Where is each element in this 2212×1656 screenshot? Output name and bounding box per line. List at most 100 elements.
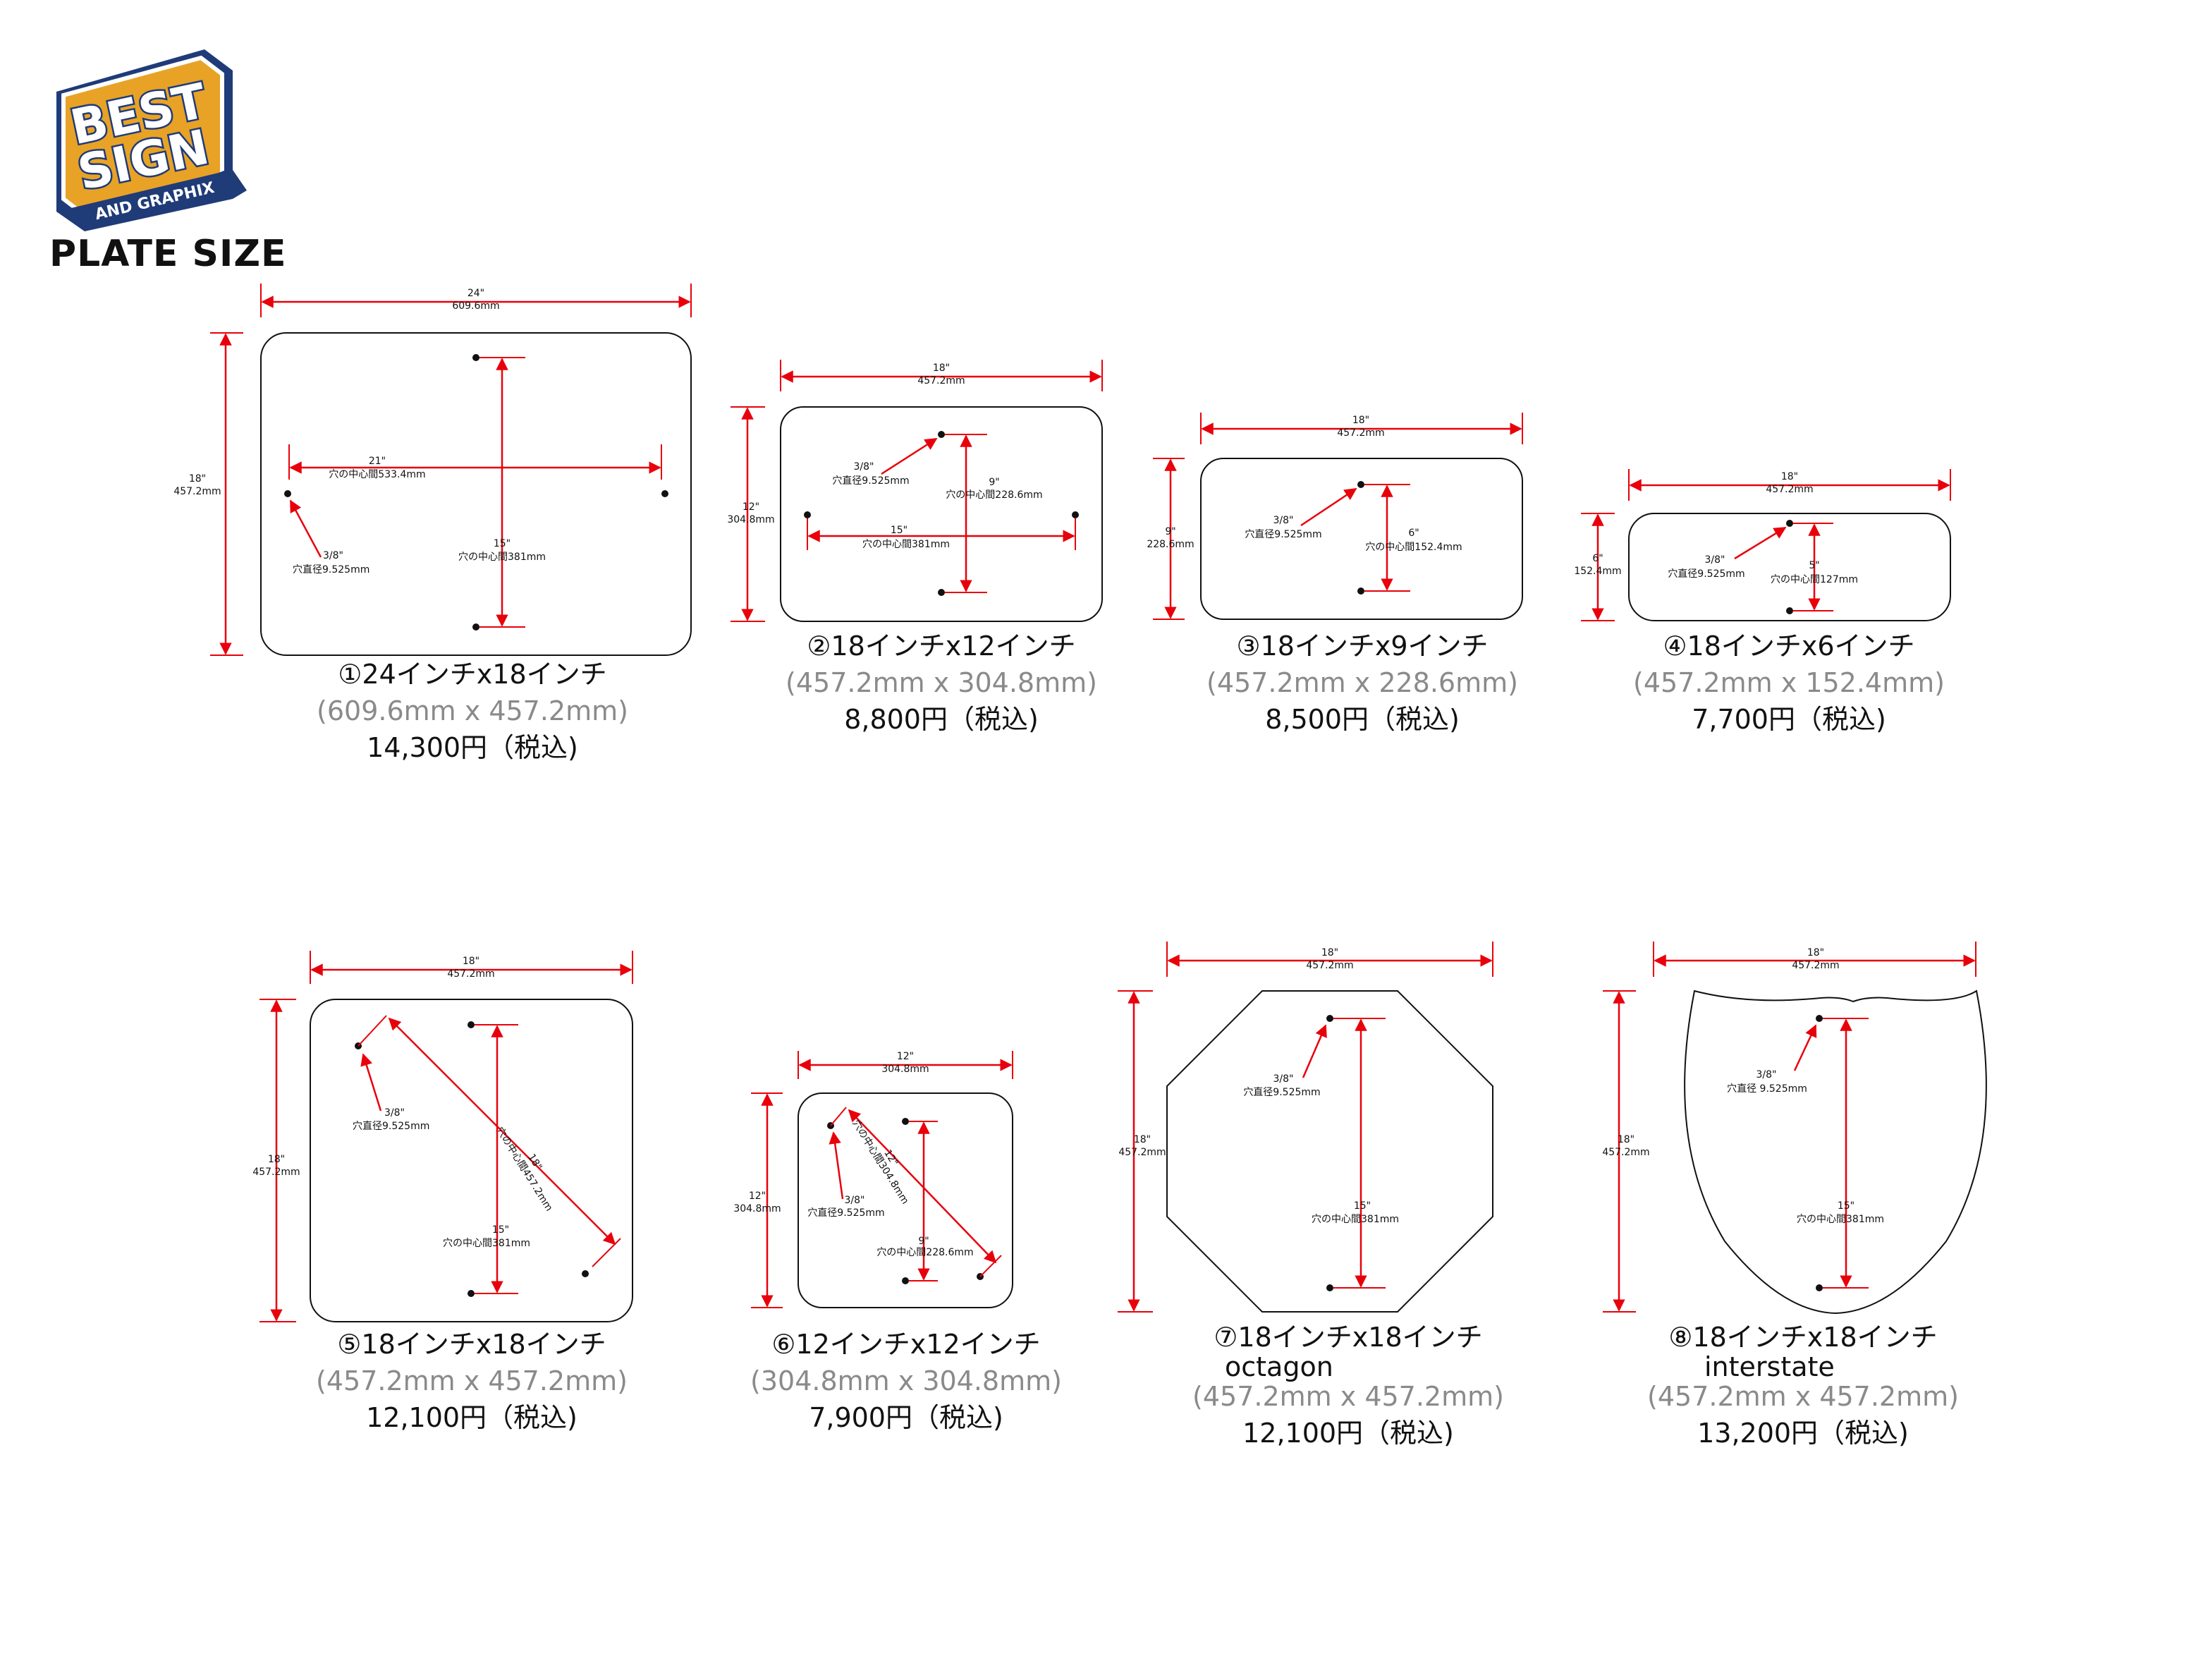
plate-6-mm: (304.8mm x 304.8mm): [750, 1365, 1062, 1396]
plate-8-15-inch: 15": [1838, 1200, 1854, 1212]
plate-1-15-inch: 15": [494, 538, 511, 549]
plate-1-width-label-inch: 24": [468, 288, 484, 299]
plate-3-width-label-inch: 18": [1352, 415, 1369, 426]
plate-5-15-mm: 穴の中心間381mm: [443, 1238, 530, 1249]
caption-plate-6: ⑥12インチx12インチ (304.8mm x 304.8mm) 7,900円（…: [659, 1326, 1153, 1436]
plate-6-width-label-inch: 12": [897, 1051, 914, 1062]
plate-2-outline: [780, 406, 1103, 622]
plate-7-mm: (457.2mm x 457.2mm): [1192, 1381, 1504, 1412]
plate-2-hole-left: [804, 511, 811, 518]
plate-2-15-mm: 穴の中心間381mm: [862, 539, 950, 550]
plate-3-height-label-mm: 228.6mm: [1147, 539, 1194, 550]
plate-4-height-label-inch: 6": [1592, 553, 1603, 564]
plate-4-5-mm: 穴の中心間127mm: [1771, 574, 1858, 585]
plate-5-ext-diag-br: [592, 1238, 621, 1267]
plate-5-dia-inch: 3/8": [384, 1107, 405, 1119]
plate-7-hole-top: [1326, 1015, 1333, 1022]
plate-5-hole-bottom: [468, 1290, 475, 1297]
plate-2-hole-bottom: [938, 589, 945, 596]
plate-8-width-label-inch: 18": [1807, 947, 1824, 958]
plate-8-width-label-mm: 457.2mm: [1792, 960, 1839, 971]
plate-7-dia-inch: 3/8": [1273, 1073, 1294, 1085]
plate-5-title: ⑤18インチx18インチ: [337, 1329, 606, 1360]
plate-3-dia-mm: 穴直径9.525mm: [1245, 528, 1321, 540]
plate-6-width-label-mm: 304.8mm: [881, 1064, 929, 1075]
plate-4-width-label-mm: 457.2mm: [1766, 484, 1813, 495]
plate-5-mm: (457.2mm x 457.2mm): [316, 1365, 628, 1396]
plate-8-hole-top: [1816, 1015, 1823, 1022]
plate-1-title: ①24インチx18インチ: [338, 659, 607, 690]
plate-4-outline: [1628, 513, 1951, 621]
plate-8-height-label-inch: 18": [1618, 1134, 1634, 1145]
plate-4-width-label-inch: 18": [1781, 471, 1798, 482]
plate-6-ext-diag-tl: [830, 1107, 847, 1126]
plate-4-5-inch: 5": [1809, 560, 1819, 571]
plate-5-dia-mm: 穴直径9.525mm: [353, 1120, 429, 1132]
plate-3-mm: (457.2mm x 228.6mm): [1206, 667, 1518, 698]
plate-8-mm: (457.2mm x 457.2mm): [1647, 1381, 1959, 1412]
plate-7-outline: [1166, 990, 1493, 1313]
caption-plate-4: ④18インチx6インチ (457.2mm x 152.4mm) 7,700円（税…: [1542, 628, 2036, 738]
plate-6-9-inch: 9": [918, 1236, 929, 1247]
plate-1-hole-left: [284, 490, 291, 497]
plate-4-dia-inch: 3/8": [1705, 554, 1725, 566]
plate-8-outline: [1684, 990, 1987, 1315]
plate-7-15-inch: 15": [1354, 1200, 1371, 1212]
plate-8-subtitle: interstate: [1704, 1351, 1835, 1382]
plate-8-height-label-mm: 457.2mm: [1602, 1147, 1649, 1158]
plate-1-height-label-inch: 18": [189, 473, 206, 485]
plate-7-dia-mm: 穴直径9.525mm: [1243, 1086, 1320, 1098]
plate-6-dia-mm: 穴直径9.525mm: [807, 1207, 884, 1219]
plate-1-15-mm: 穴の中心間381mm: [458, 552, 546, 563]
plate-2-9-mm: 穴の中心間228.6mm: [946, 489, 1042, 501]
plate-2-hole-right: [1072, 511, 1079, 518]
plate-2-hole-top: [938, 431, 945, 438]
plate-1-outline: [260, 332, 692, 656]
caption-plate-5: ⑤18インチx18インチ (457.2mm x 457.2mm) 12,100円…: [225, 1326, 719, 1436]
plate-7-width-label-mm: 457.2mm: [1306, 960, 1353, 971]
plate-4-dia-arrow: [1734, 526, 1787, 560]
plate-2-width-label-mm: 457.2mm: [917, 375, 965, 386]
plate-7-height-label-inch: 18": [1134, 1134, 1151, 1145]
caption-plate-2: ②18インチx12インチ (457.2mm x 304.8mm) 8,800円（…: [695, 628, 1188, 738]
plate-7-width-label-inch: 18": [1321, 947, 1338, 958]
plate-1-21-inch: 21": [369, 456, 386, 467]
plate-7-title: ⑦18インチx18インチ: [1214, 1322, 1483, 1353]
plate-3-dia-inch: 3/8": [1273, 515, 1294, 526]
plate-6-dia-arrow: [829, 1131, 844, 1200]
plate-6-height-label-inch: 12": [749, 1191, 766, 1202]
plate-4-title: ④18インチx6インチ: [1663, 631, 1915, 662]
plate-6-hole-bottom: [902, 1277, 909, 1284]
plate-4-dia-mm: 穴直径9.525mm: [1668, 568, 1744, 580]
plate-1-width-label-mm: 609.6mm: [452, 300, 499, 312]
caption-plate-3: ③18インチx9インチ (457.2mm x 228.6mm) 8,500円（税…: [1116, 628, 1609, 738]
plate-5-width-label-inch: 18": [463, 956, 479, 967]
plate-8-price: 13,200円（税込): [1697, 1418, 1909, 1449]
plate-5-18-mm: 穴の中心間457.2mm: [494, 1125, 554, 1213]
plate-4-hole-top: [1786, 520, 1793, 527]
caption-plate-8: ⑧18インチx18インチ interstate (457.2mm x 457.2…: [1556, 1319, 2050, 1451]
plate-5-price: 12,100円（税込): [366, 1402, 578, 1433]
plate-1-hole-right: [661, 490, 668, 497]
plate-8-dia-inch: 3/8": [1756, 1069, 1777, 1080]
plate-6-height-label-mm: 304.8mm: [733, 1203, 781, 1214]
plate-8-dia-mm: 穴直径 9.525mm: [1727, 1083, 1807, 1095]
caption-plate-1: ①24インチx18インチ (609.6mm x 457.2mm) 14,300円…: [226, 656, 719, 766]
plate-5-hole-br: [582, 1270, 589, 1277]
plate-8-hole-bottom: [1816, 1284, 1823, 1291]
plate-6-outline: [798, 1092, 1013, 1308]
plate-6-price: 7,900円（税込): [809, 1402, 1003, 1433]
plate-1-dia-mm: 穴直径9.525mm: [293, 564, 369, 576]
page-heading: PLATE SIZE: [49, 233, 287, 275]
plate-7-price: 12,100円（税込): [1242, 1418, 1454, 1449]
plate-2-dia-mm: 穴直径9.525mm: [832, 475, 909, 487]
plate-2-mm: (457.2mm x 304.8mm): [786, 667, 1097, 698]
plate-3-6-mm: 穴の中心間152.4mm: [1365, 542, 1462, 553]
plate-4-price: 7,700円（税込): [1692, 704, 1886, 735]
plate-7-hole-bottom: [1326, 1284, 1333, 1291]
plate-2-height-label-inch: 12": [743, 501, 759, 513]
plate-3-dia-arrow: [1300, 487, 1357, 527]
plate-1-hole-top: [472, 354, 479, 361]
plate-3-hole-top: [1357, 481, 1364, 488]
